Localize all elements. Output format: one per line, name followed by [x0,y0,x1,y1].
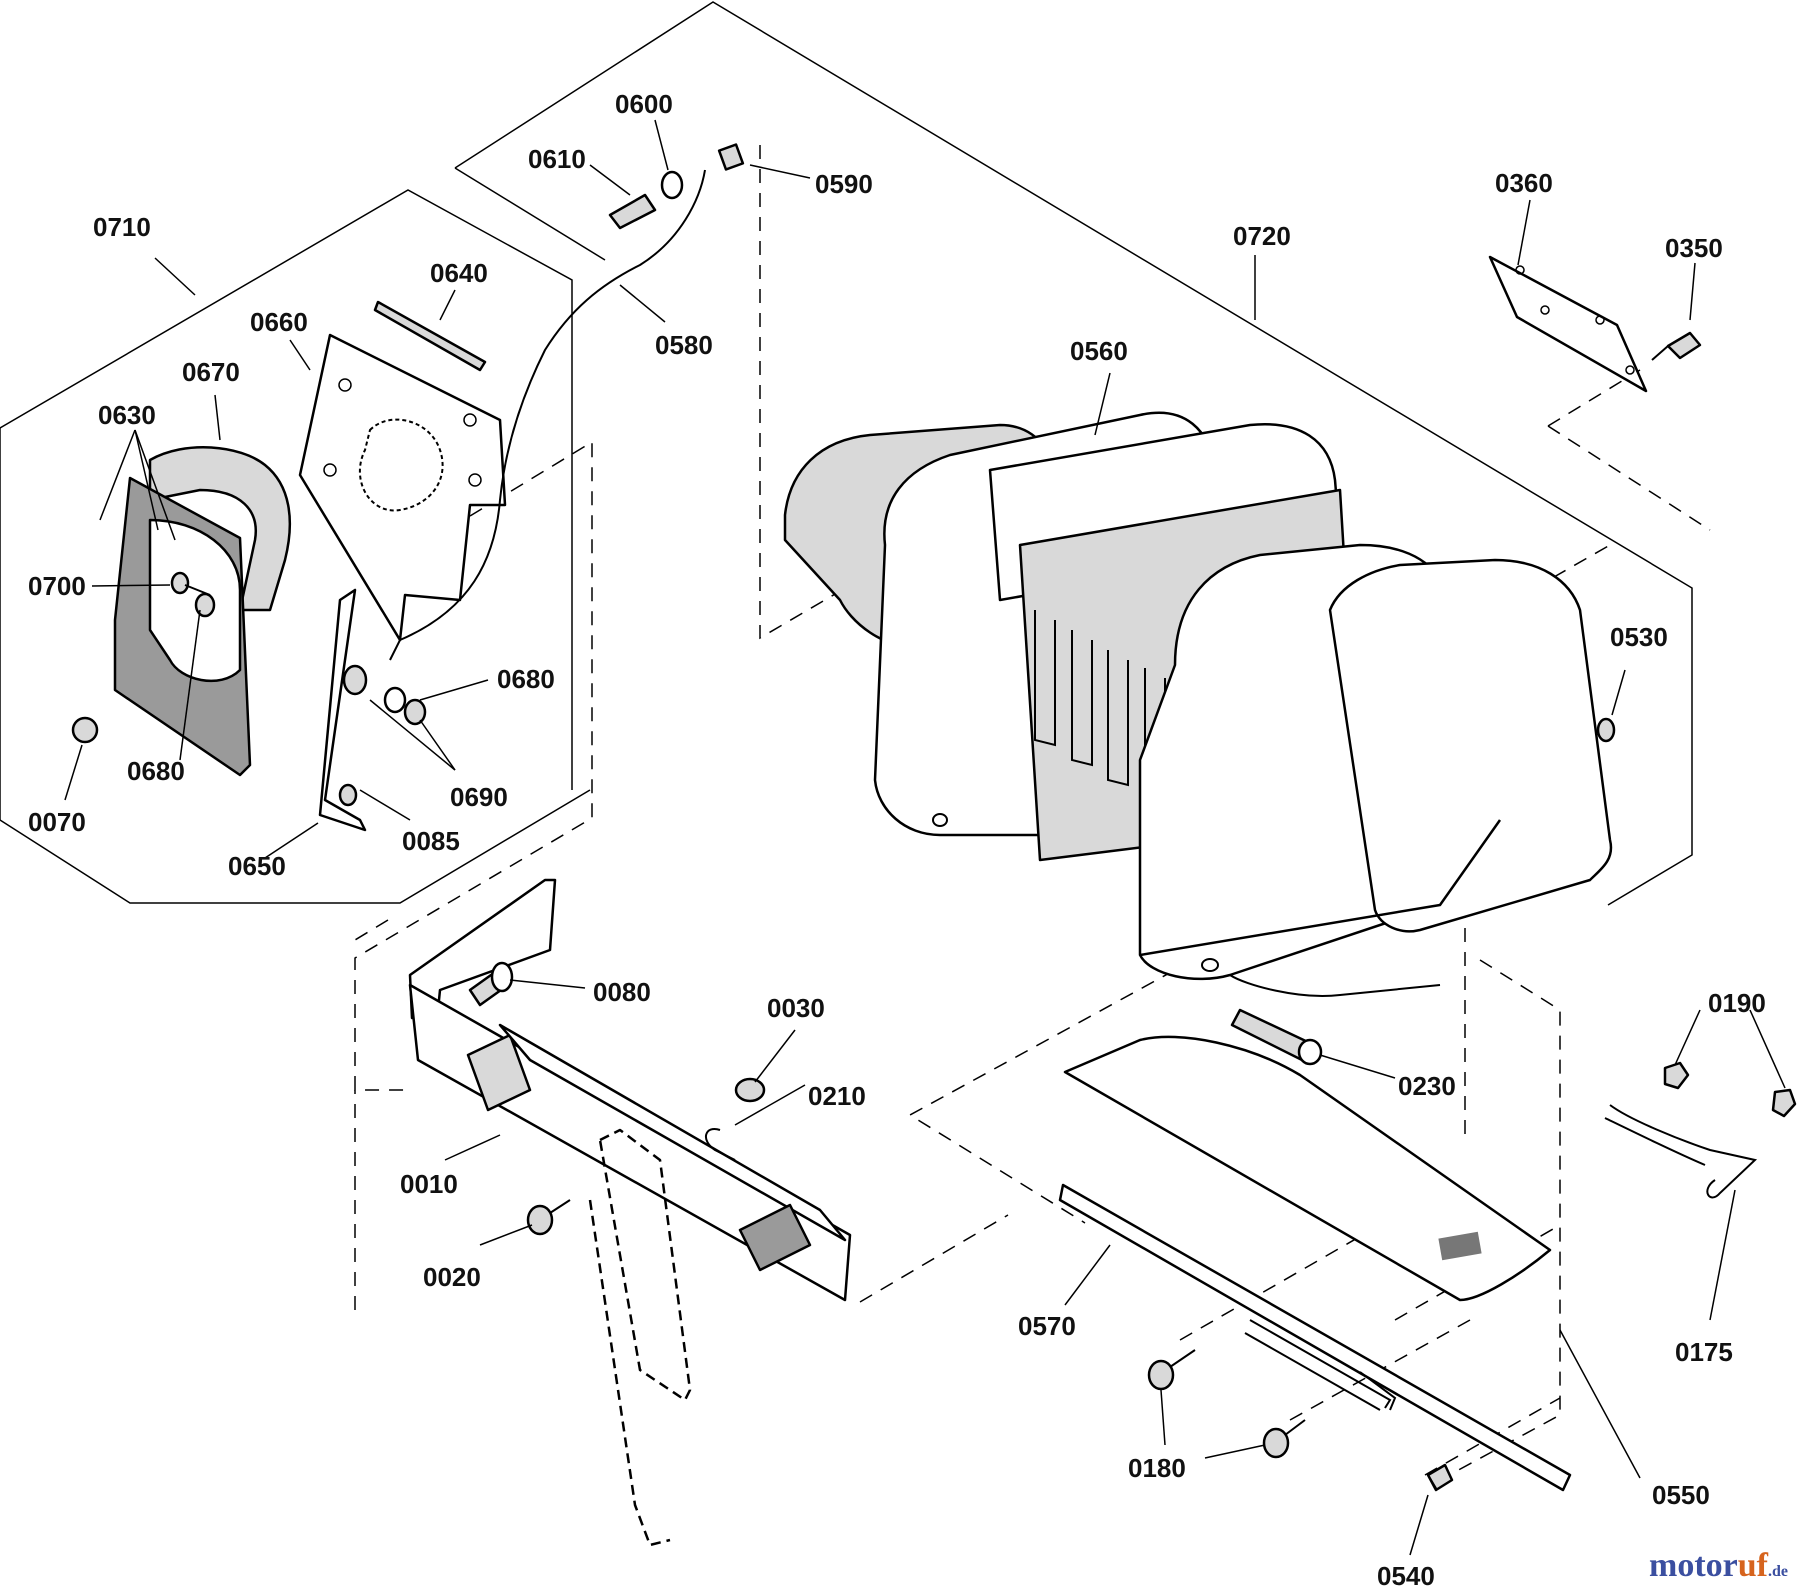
cap-0030 [734,1077,766,1103]
label-0640: 0640 [430,258,488,288]
label-0020: 0020 [423,1262,481,1292]
label-0080: 0080 [593,977,651,1007]
label-0070: 0070 [28,807,86,837]
wire-0580 [389,169,706,661]
deflector-0550 [1063,1035,1552,1302]
label-0690: 0690 [450,782,508,812]
watermark-brand-main: motor [1649,1547,1738,1584]
watermark-tld: .de [1768,1563,1788,1580]
leader-lines [64,119,1786,1556]
cover-0630 [113,476,252,777]
label-0190: 0190 [1708,988,1766,1018]
group-outlines [0,1,1693,906]
chute-0670 [148,446,291,612]
label-0680-right: 0680 [497,664,555,694]
bracket-0650 [318,588,367,832]
washer-0530 [1596,717,1616,743]
handle-0175 [1604,1061,1797,1199]
label-0610: 0610 [528,144,586,174]
label-0570: 0570 [1018,1311,1076,1341]
label-0350: 0350 [1665,233,1723,263]
label-0590: 0590 [815,169,873,199]
label-0700: 0700 [28,571,86,601]
pushpin-0540 [1426,1463,1454,1492]
label-0630: 0630 [98,400,156,430]
label-0180: 0180 [1128,1453,1186,1483]
housing-0560 [783,411,1613,997]
label-0210: 0210 [808,1081,866,1111]
label-0660: 0660 [250,307,308,337]
label-0085: 0085 [402,826,460,856]
rail-0570 [1058,1183,1572,1492]
bracket-0010 [408,878,852,1547]
label-0550: 0550 [1652,1480,1710,1510]
bolt-0080 [468,961,514,1007]
label-0360: 0360 [1495,168,1553,198]
nuts-washers-0680-0690 [71,571,427,807]
label-0230: 0230 [1398,1071,1456,1101]
label-0560: 0560 [1070,336,1128,366]
label-0175: 0175 [1675,1337,1733,1367]
watermark-logo: motoruf.de [1649,1547,1788,1585]
screw-0350 [1651,331,1702,361]
screw-0610 [608,193,657,230]
label-0670: 0670 [182,357,240,387]
deflector-grid [1438,1231,1482,1261]
label-0710: 0710 [93,212,151,242]
label-0720: 0720 [1233,221,1291,251]
label-0530: 0530 [1610,622,1668,652]
plate-0360 [1488,255,1648,393]
label-0600: 0600 [615,89,673,119]
label-0580: 0580 [655,330,713,360]
label-0650: 0650 [228,851,286,881]
label-0540: 0540 [1377,1561,1435,1591]
pin-0230 [1230,1008,1323,1066]
clip-0210 [705,1128,736,1161]
screws-0180 [1147,1349,1306,1459]
bolt-0020 [526,1199,571,1236]
plate-0660 [298,333,507,642]
label-0680-left: 0680 [127,756,185,786]
label-0010: 0010 [400,1169,458,1199]
washer-0600 [660,170,684,200]
strip-0640 [373,300,487,372]
part-labels: 0600 0610 0590 0710 0640 0580 0660 0670 … [28,89,1766,1591]
label-0030: 0030 [767,993,825,1023]
bracket-0590 [717,143,745,171]
watermark-brand-accent: uf [1737,1547,1768,1584]
